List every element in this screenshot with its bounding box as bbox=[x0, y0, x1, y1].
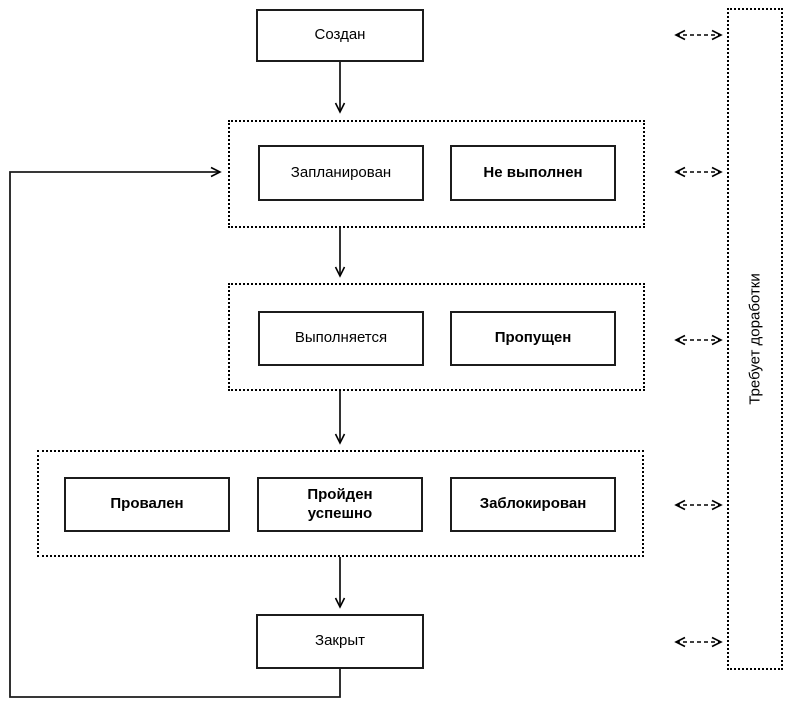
node-in-progress: Выполняется bbox=[258, 311, 424, 366]
node-passed-label: Пройден успешно bbox=[307, 485, 373, 522]
node-passed: Пройден успешно bbox=[257, 477, 423, 532]
node-not-executed: Не выполнен bbox=[450, 145, 616, 201]
group-planned-states bbox=[228, 120, 645, 228]
rework-panel-label: Требует доработки bbox=[746, 273, 764, 405]
node-skipped: Пропущен bbox=[450, 311, 616, 366]
node-created-label: Создан bbox=[314, 26, 366, 44]
node-in-progress-label: Выполняется bbox=[294, 329, 388, 347]
node-skipped-label: Пропущен bbox=[494, 329, 572, 347]
node-not-executed-label: Не выполнен bbox=[483, 163, 583, 181]
group-result-states bbox=[37, 450, 644, 557]
node-planned-label: Запланирован bbox=[290, 163, 392, 181]
node-created: Создан bbox=[256, 9, 424, 62]
node-failed-label: Провален bbox=[110, 495, 184, 513]
node-failed: Провален bbox=[64, 477, 230, 532]
node-closed: Закрыт bbox=[256, 614, 424, 669]
node-planned: Запланирован bbox=[258, 145, 424, 201]
node-blocked: Заблокирован bbox=[450, 477, 616, 532]
node-blocked-label: Заблокирован bbox=[479, 495, 587, 513]
group-execution-states bbox=[228, 283, 645, 391]
rework-panel: Требует доработки bbox=[727, 8, 783, 670]
node-closed-label: Закрыт bbox=[315, 632, 365, 650]
